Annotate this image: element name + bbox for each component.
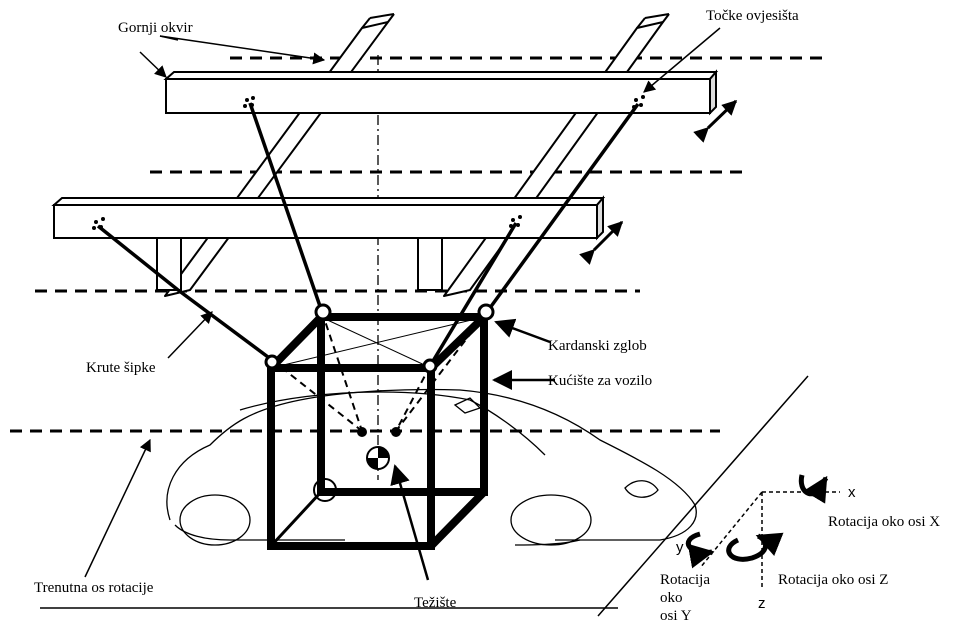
rod-lower-left [96, 224, 180, 292]
rod-upper-right [485, 102, 640, 314]
left-beam [164, 21, 389, 297]
axis-y-line [699, 491, 763, 569]
cube-front-face [267, 364, 435, 550]
label-tocke-ovjesista: Točke ovjesišta [706, 8, 799, 24]
inner-points [357, 427, 401, 437]
axis-label-y: y [676, 539, 684, 556]
car-wheel-front [510, 494, 592, 546]
centre-of-gravity-symbol [366, 446, 390, 470]
car-body [166, 388, 697, 541]
double-arrow-upper [693, 99, 738, 143]
dashed-reference-lines [10, 56, 830, 433]
label-rotacija-x: Rotacija oko osi X [828, 514, 940, 530]
suspension-dots-lower-right [509, 215, 522, 228]
label-teziste: Težište [414, 595, 457, 611]
cardan-joint-front-left [264, 354, 280, 370]
rotation-y-arrow-icon [685, 531, 715, 569]
cardan-joints [264, 303, 495, 502]
rotation-z-arrow-icon [726, 532, 784, 562]
label-gornji-okvir: Gornji okvir [118, 20, 193, 36]
car-roofline [239, 391, 471, 411]
upper-crossbar [163, 69, 719, 116]
axis-label-z: z [758, 595, 766, 612]
rod-lower-right [428, 222, 518, 367]
cardan-joint-bottom [313, 478, 337, 502]
right-beam [443, 21, 664, 297]
rotation-x-arrow-icon [798, 474, 829, 504]
axis-label-x: x [848, 484, 856, 501]
label-rotacija-y-line1: Rotacija [660, 572, 710, 588]
label-pointers [84, 27, 721, 581]
coordinate-system [685, 474, 840, 590]
label-kuciste-za-vozilo: Kućište za vozilo [548, 373, 652, 389]
rod-upper-left [248, 102, 324, 313]
cardan-joint-front-right [422, 358, 438, 374]
car-windshield [469, 399, 546, 456]
label-rotacija-z: Rotacija oko osi Z [778, 572, 888, 588]
cardan-joint-back-right [477, 303, 495, 321]
label-trenutna-os-rotacije: Trenutna os rotacije [34, 580, 154, 596]
car-mirror [453, 397, 482, 414]
ground-lines [40, 375, 809, 617]
internal-dashed-rods [271, 311, 488, 432]
label-kardanski-zglob: Kardanski zglob [548, 338, 647, 354]
label-rotacija-y-line3: osi Y [660, 608, 692, 624]
double-arrow-lower [579, 220, 624, 265]
label-rotacija-y-line2: oko [660, 590, 683, 606]
post-right [417, 237, 443, 291]
car-headlight [624, 480, 659, 498]
rigid-rods [96, 102, 640, 367]
car-wheel-rear [179, 494, 251, 546]
label-krute-sipke: Krute šipke [86, 360, 156, 376]
cardan-joint-back-left [314, 303, 332, 321]
